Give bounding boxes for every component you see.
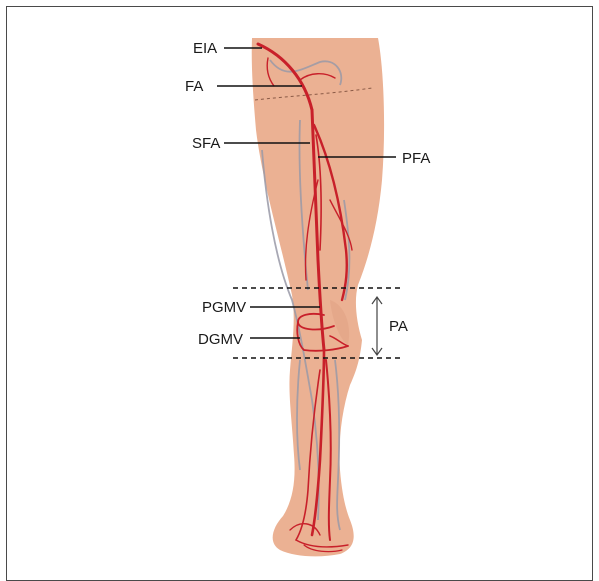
pa-span-arrow [372,297,382,355]
label-sfa: SFA [192,135,220,152]
label-dgmv: DGMV [198,331,243,348]
label-eia: EIA [193,40,217,57]
label-pa: PA [389,318,408,335]
label-fa: FA [185,78,203,95]
label-pfa: PFA [402,150,430,167]
label-pgmv: PGMV [202,299,246,316]
